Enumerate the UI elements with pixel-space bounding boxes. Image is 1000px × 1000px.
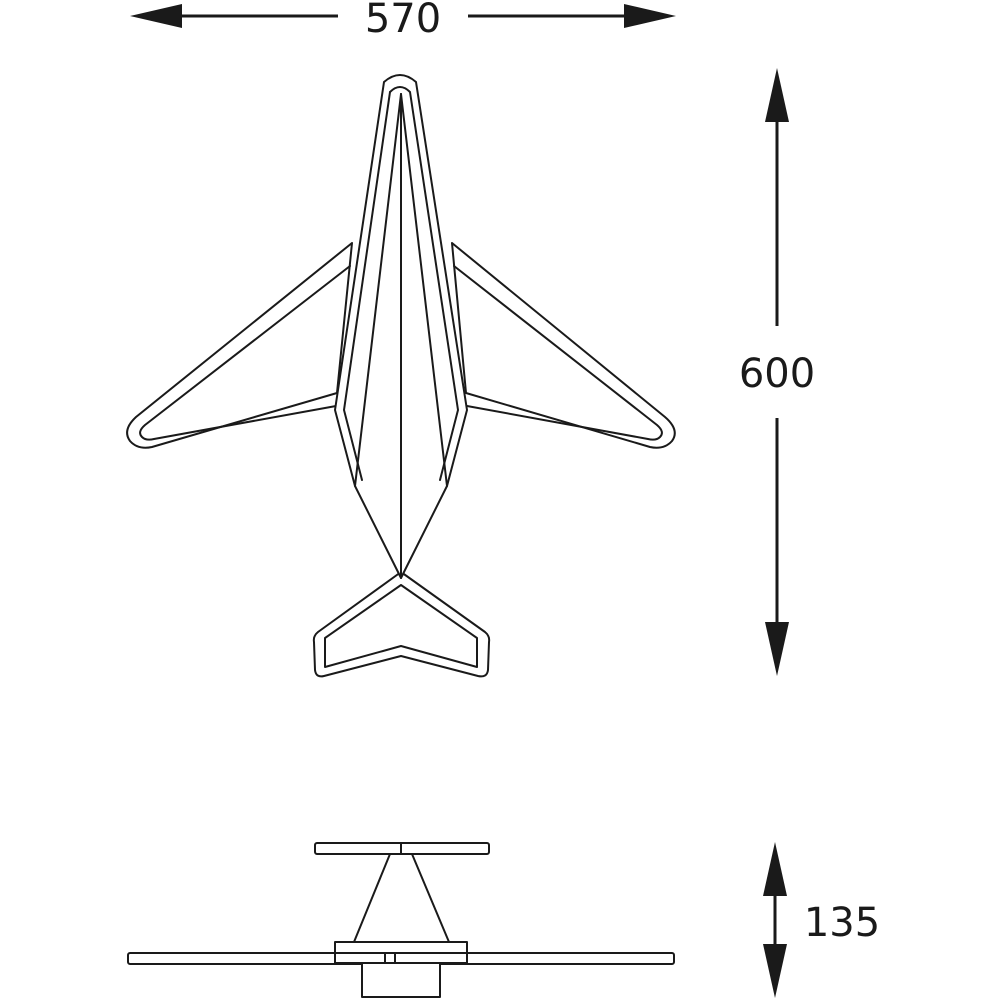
height-label: 600 [739, 351, 815, 397]
width-dimension: 570 [130, 0, 676, 42]
height-dimension: 600 [739, 68, 815, 676]
airplane-top-view [126, 74, 676, 678]
tail-stabilizer [312, 571, 491, 678]
width-arrow-left-icon [130, 4, 182, 28]
depth-label: 135 [804, 900, 880, 946]
side-strut-right [411, 853, 450, 943]
width-arrow-right-icon [624, 4, 676, 28]
right-wing [451, 242, 676, 449]
depth-arrow-down-icon [763, 944, 787, 998]
depth-arrow-up-icon [763, 842, 787, 896]
width-label: 570 [365, 0, 441, 42]
depth-dimension: 135 [763, 842, 880, 998]
airplane-side-view [127, 842, 675, 998]
fuselage [334, 74, 468, 579]
left-wing [126, 242, 353, 449]
height-arrow-down-icon [765, 622, 789, 676]
height-arrow-up-icon [765, 68, 789, 122]
side-strut-left [353, 853, 391, 943]
side-ceiling-mount [361, 962, 441, 998]
